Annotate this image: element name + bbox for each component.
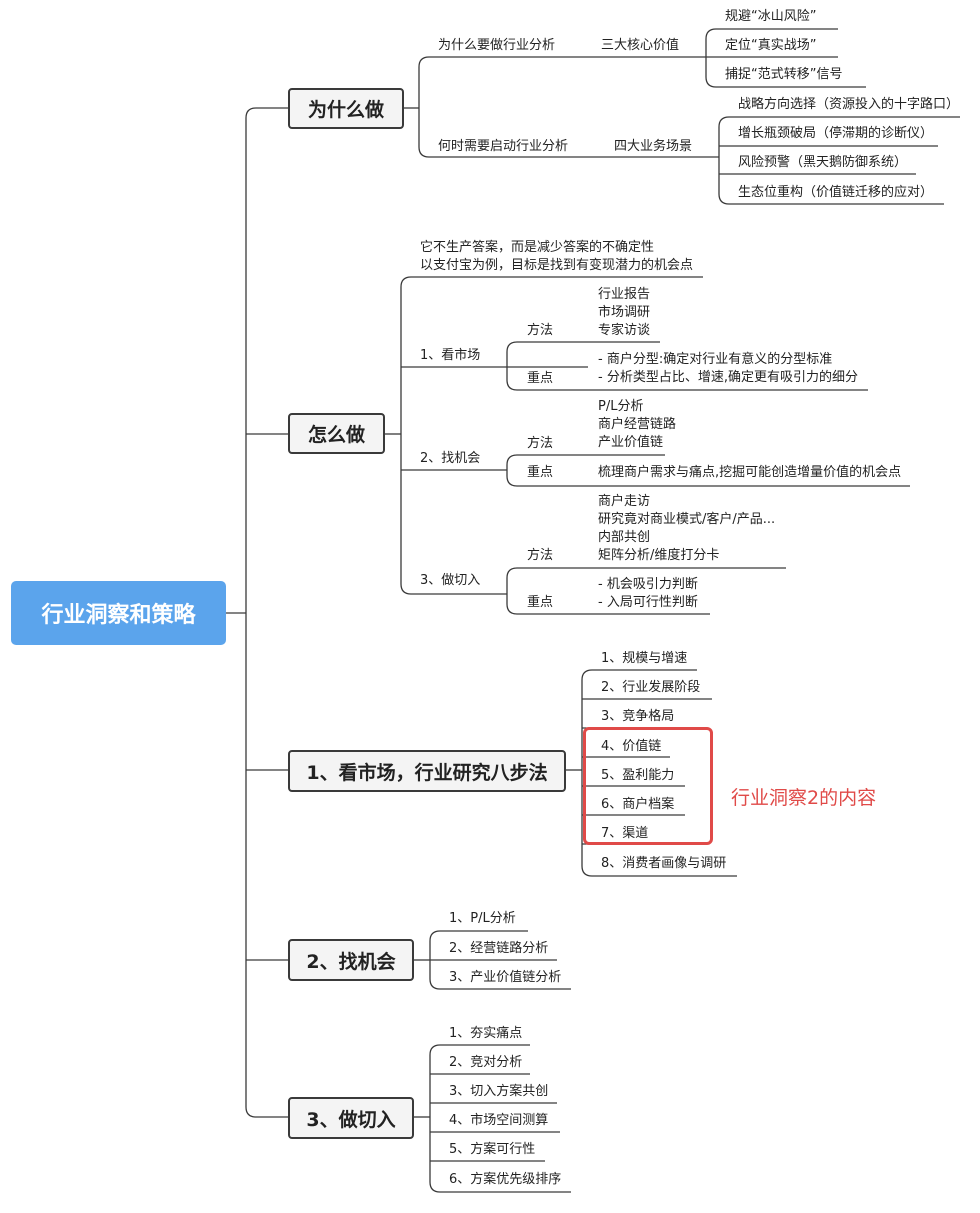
- how-intro-1: 它不生产答案，而是减少答案的不确定性: [420, 240, 655, 255]
- how-step2-label: 2、找机会: [420, 451, 481, 466]
- how-step1-focus-2: - 分析类型占比、增速,确定更有吸引力的细分: [598, 370, 858, 385]
- why-core-values: 三大核心价值: [601, 38, 680, 53]
- entry-item-4: 4、市场空间测算: [449, 1113, 549, 1128]
- how-step3-method-4: 矩阵分析/维度打分卡: [598, 548, 720, 563]
- market-item-7: 7、渠道: [601, 826, 649, 841]
- how-step2-method-2: 商户经营链路: [598, 417, 677, 432]
- market-item-5: 5、盈利能力: [601, 768, 675, 783]
- how-intro-2: 以支付宝为例，目标是找到有变现潜力的机会点: [420, 258, 694, 273]
- node-entry[interactable]: 3、做切入: [288, 1097, 414, 1139]
- how-step2-method-label: 方法: [527, 436, 554, 451]
- how-step1-method-2: 市场调研: [598, 305, 651, 320]
- opp-item-2: 2、经营链路分析: [449, 941, 549, 956]
- node-why[interactable]: 为什么做: [288, 88, 404, 129]
- market-item-8: 8、消费者画像与调研: [601, 856, 727, 871]
- highlight-note: 行业洞察2的内容: [731, 787, 877, 809]
- entry-item-3: 3、切入方案共创: [449, 1084, 549, 1099]
- why-scenario-1: 战略方向选择（资源投入的十字路口）: [738, 97, 960, 112]
- highlight-box: [583, 727, 713, 845]
- how-step3-label: 3、做切入: [420, 573, 481, 588]
- market-item-6: 6、商户档案: [601, 797, 675, 812]
- how-step1-method-1: 行业报告: [598, 287, 651, 302]
- how-step3-focus-1: - 机会吸引力判断: [598, 577, 698, 592]
- how-step3-method-2: 研究竟对商业模式/客户/产品...: [598, 512, 776, 527]
- why-when-label: 何时需要启动行业分析: [438, 139, 569, 154]
- entry-item-2: 2、竞对分析: [449, 1055, 523, 1070]
- entry-item-5: 5、方案可行性: [449, 1142, 536, 1157]
- market-item-1: 1、规模与增速: [601, 651, 688, 666]
- entry-item-1: 1、夯实痛点: [449, 1026, 523, 1041]
- why-scenario-3: 风险预警（黑天鹅防御系统）: [738, 155, 908, 170]
- market-item-4: 4、价值链: [601, 739, 662, 754]
- node-opportunity[interactable]: 2、找机会: [288, 939, 414, 981]
- entry-item-6: 6、方案优先级排序: [449, 1172, 562, 1187]
- opp-item-3: 3、产业价值链分析: [449, 970, 562, 985]
- how-step3-method-1: 商户走访: [598, 494, 651, 509]
- why-scenario-4: 生态位重构（价值链迁移的应对）: [738, 185, 934, 200]
- how-step2-method-3: 产业价值链: [598, 435, 664, 450]
- why-scenarios: 四大业务场景: [614, 139, 693, 154]
- node-how[interactable]: 怎么做: [288, 413, 385, 454]
- why-value-2: 定位“真实战场”: [725, 38, 817, 53]
- why-value-1: 规避“冰山风险”: [725, 9, 817, 24]
- how-step1-method-3: 专家访谈: [598, 323, 651, 338]
- how-step3-method-label: 方法: [527, 548, 554, 563]
- how-step1-focus-1: - 商户分型:确定对行业有意义的分型标准: [598, 352, 833, 367]
- root-node[interactable]: 行业洞察和策略: [11, 581, 226, 645]
- how-step3-method-3: 内部共创: [598, 530, 651, 545]
- why-value-3: 捕捉“范式转移”信号: [725, 67, 843, 82]
- why-scenario-2: 增长瓶颈破局（停滞期的诊断仪）: [738, 126, 934, 141]
- how-step2-focus-label: 重点: [527, 465, 554, 480]
- how-step3-focus-2: - 入局可行性判断: [598, 595, 698, 610]
- how-step1-label: 1、看市场: [420, 348, 481, 363]
- market-item-2: 2、行业发展阶段: [601, 680, 701, 695]
- how-step3-focus-label: 重点: [527, 595, 554, 610]
- how-step1-focus-label: 重点: [527, 371, 554, 386]
- node-market[interactable]: 1、看市场，行业研究八步法: [288, 750, 566, 792]
- why-reason-label: 为什么要做行业分析: [438, 38, 556, 53]
- how-step1-method-label: 方法: [527, 323, 554, 338]
- how-step2-focus-1: 梳理商户需求与痛点,挖掘可能创造增量价值的机会点: [598, 465, 902, 480]
- how-step2-method-1: P/L分析: [598, 399, 644, 414]
- market-item-3: 3、竞争格局: [601, 709, 675, 724]
- opp-item-1: 1、P/L分析: [449, 911, 516, 926]
